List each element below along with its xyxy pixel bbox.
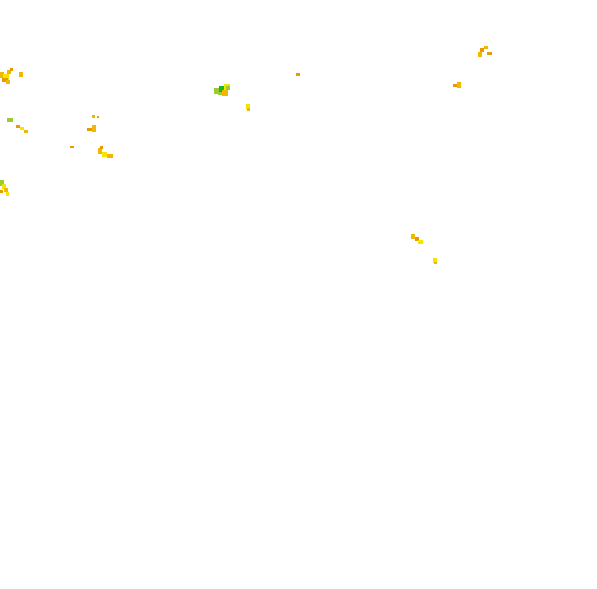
precipitation-echo [24,130,28,133]
precipitation-echo [296,73,300,76]
precipitation-echo [19,72,23,77]
precipitation-echo [4,188,8,192]
precipitation-echo [0,180,4,186]
precipitation-echo [92,125,96,132]
precipitation-echo [0,190,3,193]
precipitation-echo [2,184,6,189]
precipitation-echo [214,88,220,94]
precipitation-echo [415,237,419,241]
precipitation-echo [0,72,4,78]
precipitation-echo [7,70,11,74]
precipitation-echo [70,146,74,148]
precipitation-echo [20,127,24,130]
precipitation-echo [433,258,437,263]
precipitation-echo [7,118,13,122]
precipitation-echo [487,52,492,55]
precipitation-echo [222,90,228,96]
precipitation-echo [98,148,102,154]
precipitation-echo [457,82,461,88]
precipitation-echo [411,234,415,239]
precipitation-echo [246,104,250,109]
precipitation-echo [219,86,225,92]
precipitation-echo [6,80,10,84]
precipitation-echo [247,108,250,111]
precipitation-echo [10,68,13,71]
precipitation-echo [16,125,20,128]
precipitation-echo [2,78,8,82]
precipitation-echo [6,192,9,196]
precipitation-echo [480,48,484,52]
precipitation-echo [3,74,9,80]
precipitation-echo [434,262,437,264]
precipitation-echo [484,46,488,49]
precipitation-echo [418,240,423,244]
precipitation-echo [453,84,458,87]
precipitation-echo [97,116,99,118]
precipitation-echo [92,115,95,118]
precipitation-echo [107,154,113,158]
precipitation-echo [100,146,103,149]
precipitation-echo [478,52,482,57]
precipitation-echo [218,92,222,95]
precipitation-echo [226,86,230,90]
precipitation-echo [87,128,92,131]
precipitation-echo [102,152,107,157]
